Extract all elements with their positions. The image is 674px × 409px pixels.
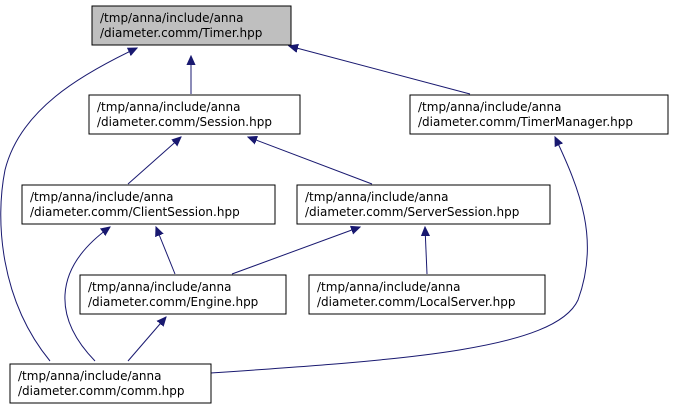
edge-comm-to-timer (0, 48, 137, 362)
node-localserver-label-line2: /diameter.comm/LocalServer.hpp (317, 295, 516, 309)
node-engine-label-line2: /diameter.comm/Engine.hpp (88, 295, 258, 309)
edge-engine-to-serversession (231, 227, 360, 275)
node-timermanager[interactable]: /tmp/anna/include/anna /diameter.comm/Ti… (409, 94, 669, 135)
edge-engine-to-clientsession (156, 227, 176, 275)
edge-clientsession-to-session (127, 137, 181, 185)
node-engine-label-line1: /tmp/anna/include/anna (88, 280, 232, 294)
node-clientsession-label-line2: /diameter.comm/ClientSession.hpp (30, 205, 240, 219)
node-localserver-label-line1: /tmp/anna/include/anna (317, 280, 461, 294)
edge-timermanager-to-timer (289, 46, 471, 95)
edge-comm-to-engine (127, 317, 166, 362)
node-comm-label-line2: /diameter.comm/comm.hpp (18, 384, 185, 398)
node-serversession-label-line2: /diameter.comm/ServerSession.hpp (305, 205, 519, 219)
node-serversession-label-line1: /tmp/anna/include/anna (305, 190, 449, 204)
node-comm[interactable]: /tmp/anna/include/anna /diameter.comm/co… (9, 363, 212, 404)
node-session-label-line2: /diameter.comm/Session.hpp (97, 115, 272, 129)
node-timer-label-line2: /diameter.comm/Timer.hpp (100, 26, 262, 40)
node-clientsession[interactable]: /tmp/anna/include/anna /diameter.comm/Cl… (21, 184, 276, 225)
node-timermanager-label-line1: /tmp/anna/include/anna (418, 100, 562, 114)
edge-localserver-to-serversession (425, 227, 427, 275)
node-comm-label-line1: /tmp/anna/include/anna (18, 369, 162, 383)
node-session-label-line1: /tmp/anna/include/anna (97, 100, 241, 114)
edge-serversession-to-session (248, 137, 373, 185)
node-timer[interactable]: /tmp/anna/include/anna /diameter.comm/Ti… (91, 5, 292, 46)
edges (0, 46, 588, 374)
node-clientsession-label-line1: /tmp/anna/include/anna (30, 190, 174, 204)
node-timer-label-line1: /tmp/anna/include/anna (100, 11, 244, 25)
edge-comm-to-timermanager (210, 137, 588, 374)
node-engine[interactable]: /tmp/anna/include/anna /diameter.comm/En… (79, 274, 287, 315)
node-localserver[interactable]: /tmp/anna/include/anna /diameter.comm/Lo… (308, 274, 546, 315)
node-session[interactable]: /tmp/anna/include/anna /diameter.comm/Se… (88, 94, 301, 135)
edge-comm-to-clientsession (64, 227, 110, 362)
node-timermanager-label-line2: /diameter.comm/TimerManager.hpp (418, 115, 633, 129)
nodes: /tmp/anna/include/anna /diameter.comm/Ti… (9, 5, 669, 404)
node-serversession[interactable]: /tmp/anna/include/anna /diameter.comm/Se… (296, 184, 551, 225)
